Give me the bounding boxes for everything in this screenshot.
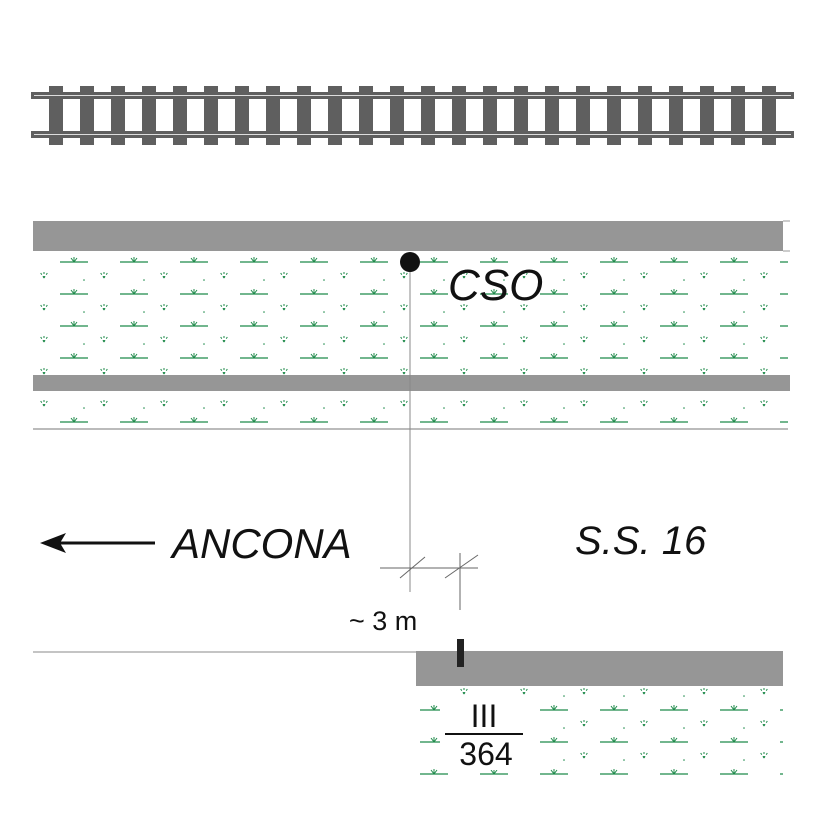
rail-tie (142, 86, 156, 145)
rail-tie (545, 86, 559, 145)
rail-tie (359, 86, 373, 145)
railway-track (31, 86, 794, 145)
rail-tie (235, 86, 249, 145)
marker-top-label: III (471, 698, 498, 734)
marker-bottom-label: 364 (459, 736, 512, 772)
cso-label: CSO (448, 261, 543, 310)
rail-tie (762, 86, 776, 145)
rail-tie (328, 86, 342, 145)
rail-tie (111, 86, 125, 145)
rail-tie (576, 86, 590, 145)
rail-tie (204, 86, 218, 145)
kilometre-marker-icon (457, 639, 464, 667)
rail-tie (514, 86, 528, 145)
road-edge-middle (33, 375, 790, 391)
rail-tie (483, 86, 497, 145)
dimension-marker (380, 553, 479, 610)
distance-label: ~ 3 m (349, 606, 417, 636)
rail-tie (669, 86, 683, 145)
road-edge-top (33, 221, 783, 251)
rail-tie (700, 86, 714, 145)
rail-tie (266, 86, 280, 145)
rail-tie (607, 86, 621, 145)
rail-tie (638, 86, 652, 145)
rail-tie (80, 86, 94, 145)
rail-tie (49, 86, 63, 145)
road-name-label: S.S. 16 (575, 519, 707, 563)
cso-point-icon (400, 252, 420, 272)
road-edge-bottom (416, 651, 783, 686)
rail-tie (173, 86, 187, 145)
rail-tie (421, 86, 435, 145)
rail-tie (390, 86, 404, 145)
arrow-left-icon (40, 533, 155, 553)
rail-tie (452, 86, 466, 145)
rail-tie (297, 86, 311, 145)
direction-label: ANCONA (169, 520, 352, 567)
rail-tie (731, 86, 745, 145)
